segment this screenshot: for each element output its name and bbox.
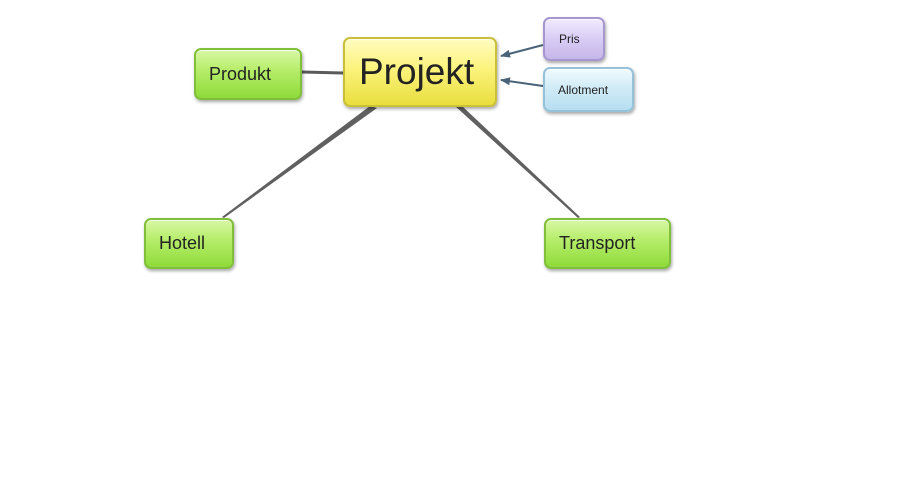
arrow-allotment-projekt [500,77,544,87]
node-transport[interactable]: Transport [544,218,671,269]
node-hotell-label: Hotell [159,233,206,253]
node-projekt-label: Projekt [359,51,475,92]
node-pris[interactable]: Pris [543,17,605,61]
node-allotment[interactable]: Allotment [543,67,634,112]
node-allotment-label: Allotment [558,82,609,97]
arrow-pris-projekt [500,44,544,58]
node-pris-label: Pris [559,32,580,46]
node-transport-label: Transport [559,233,636,253]
connector-projekt-produkt [301,70,344,75]
node-produkt-label: Produkt [209,63,272,84]
node-produkt[interactable]: Produkt [194,48,302,100]
connector-projekt-hotell [222,106,377,218]
node-hotell[interactable]: Hotell [144,218,234,269]
connector-projekt-transport [455,106,580,218]
node-projekt[interactable]: Projekt [343,37,497,107]
